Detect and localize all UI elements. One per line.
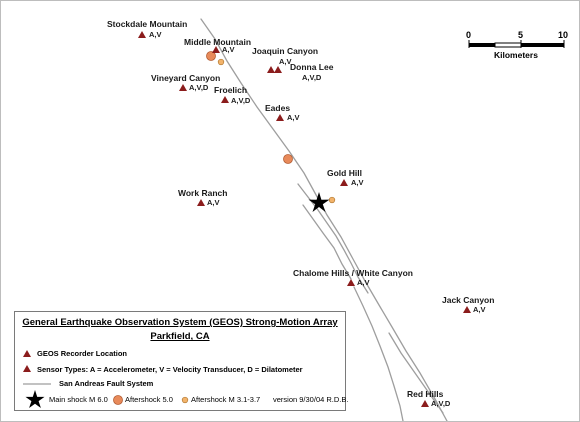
station-marker-froelich (221, 96, 229, 103)
station-marker-vineyard-canyon (179, 84, 187, 91)
station-sensors-jack-canyon: A,V (473, 305, 486, 314)
fault-southwest (353, 286, 404, 421)
legend-sensor-types: Sensor Types: A = Accelerometer, V = Vel… (37, 365, 303, 374)
station-marker-jack-canyon (463, 306, 471, 313)
fault-main (200, 18, 448, 421)
station-sensors-stockdale-mountain: A,V (149, 30, 162, 39)
station-sensors-donna-lee: A,V,D (302, 73, 322, 82)
fault-southeast (388, 332, 444, 414)
station-label-donna-lee: Donna Lee (290, 62, 334, 72)
station-sensors-joaquin-canyon: A,V (279, 57, 292, 66)
station-sensors-vineyard-canyon: A,V,D (189, 83, 209, 92)
aftershock-large-2 (283, 154, 293, 164)
station-label-stockdale-mountain: Stockdale Mountain (107, 19, 188, 29)
aftershock-small-2 (328, 196, 336, 204)
legend-fault-label: San Andreas Fault System (59, 379, 154, 388)
station-sensors-red-hills: A,V,D (431, 399, 451, 408)
station-label-chalome-hills: Chalome Hills / White Canyon (293, 268, 413, 278)
legend-title: General Earthquake Observation System (G… (22, 317, 338, 328)
station-label-middle-mountain: Middle Mountain (184, 37, 252, 47)
legend-aftershock-small-icon (181, 396, 189, 404)
station-sensors-work-ranch: A,V (207, 198, 220, 207)
station-label-vineyard-canyon: Vineyard Canyon (151, 73, 221, 83)
legend-recorder-label: GEOS Recorder Location (37, 349, 128, 358)
legend-aftershock-large-label: Aftershock 5.0 (125, 395, 173, 404)
station-label-jack-canyon: Jack Canyon (442, 295, 495, 305)
legend-aftershock-large-icon (113, 395, 123, 405)
fault-west (302, 204, 352, 280)
station-marker-middle-mountain (212, 46, 220, 53)
station-sensors-chalome-hills: A,V (357, 278, 370, 287)
legend-symbols (23, 350, 189, 408)
station-marker-work-ranch (197, 199, 205, 206)
station-label-eades: Eades (265, 103, 291, 113)
station-sensors-eades: A,V (287, 113, 300, 122)
station-label-joaquin-canyon: Joaquin Canyon (252, 46, 319, 56)
scale-tick-0: 0 (466, 30, 472, 40)
aftershock-small-1 (217, 58, 225, 66)
station-sensors-gold-hill: A,V (351, 178, 364, 187)
legend-sensor-icon (23, 365, 31, 372)
station-marker-chalome-hills (347, 279, 355, 286)
scale-unit: Kilometers (494, 50, 538, 60)
station-marker-donna-lee (274, 66, 282, 73)
station-sensors-middle-mountain: A,V (222, 45, 235, 54)
legend-box: General Earthquake Observation System (G… (14, 311, 349, 411)
scale-tick-10: 10 (558, 30, 569, 40)
aftershock-large-1 (206, 51, 216, 61)
station-marker-eades (276, 114, 284, 121)
station-label-red-hills: Red Hills (407, 389, 444, 399)
legend-aftershock-small-label: Aftershock M 3.1-3.7 (191, 395, 261, 404)
legend-recorder-icon (23, 350, 31, 357)
station-marker-joaquin-canyon (267, 66, 275, 73)
station-label-froelich: Froelich (214, 85, 248, 95)
station-label-gold-hill: Gold Hill (327, 168, 362, 178)
legend-version: version 9/30/04 R.D.B. (273, 395, 349, 404)
scale-bar (468, 40, 565, 48)
legend-mainshock-label: Main shock M 6.0 (49, 395, 108, 404)
station-label-work-ranch: Work Ranch (178, 188, 228, 198)
station-markers (138, 31, 471, 407)
station-marker-gold-hill (340, 179, 348, 186)
station-marker-red-hills (421, 400, 429, 407)
legend-subtitle: Parkfield, CA (150, 331, 210, 342)
scale-tick-5: 5 (518, 30, 524, 40)
station-sensors-froelich: A,V,D (231, 96, 251, 105)
legend-mainshock-icon (25, 390, 45, 408)
mainshock-star (308, 192, 330, 212)
station-marker-stockdale-mountain (138, 31, 146, 38)
